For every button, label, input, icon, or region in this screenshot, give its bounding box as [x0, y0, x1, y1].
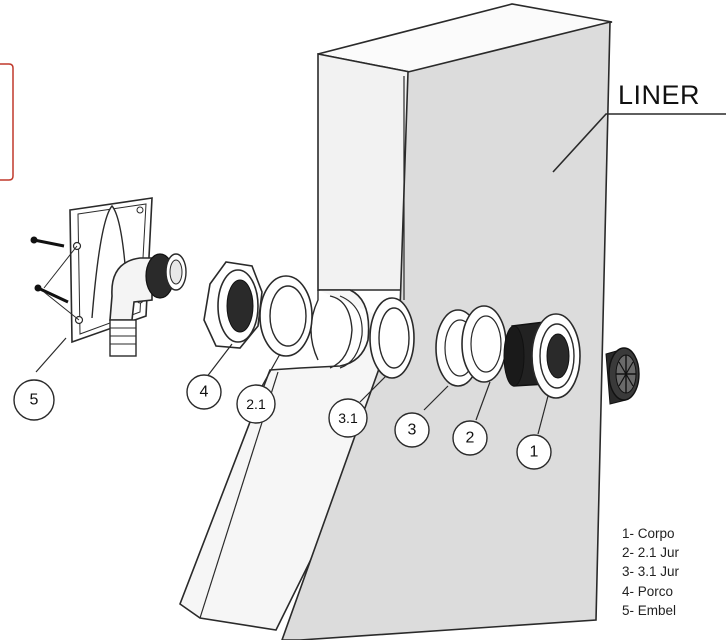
parts-legend: 1- Corpo 2- 2.1 Jur 3- 3.1 Jur 4- Porco …	[622, 524, 726, 620]
liner-label: LINER	[618, 80, 701, 110]
callout-1: 1	[516, 434, 552, 470]
red-frame-fragment	[0, 63, 14, 181]
inlet-body	[503, 313, 581, 435]
nozzle-grille	[605, 347, 640, 405]
svg-text:2.1: 2.1	[246, 396, 266, 412]
legend-item-5: 5- Embel	[622, 602, 677, 618]
legend-item-1: 1- Corpo	[622, 526, 675, 541]
legend-item-2: 2- 2.1 Jur	[622, 545, 680, 561]
callout-3-1: 3.1	[328, 398, 368, 438]
callout-3: 3	[394, 412, 430, 448]
lock-nut	[203, 261, 263, 379]
callout-2-1: 2.1	[236, 384, 276, 424]
legend-item-4: 4- Porco	[622, 583, 674, 599]
svg-text:1: 1	[530, 444, 539, 461]
gasket-2	[461, 305, 507, 421]
svg-text:3.1: 3.1	[338, 410, 358, 426]
legend-item-3: 3- 3.1 Jur	[622, 564, 680, 580]
svg-text:4: 4	[200, 384, 209, 401]
gasket-2-1	[259, 275, 313, 387]
callout-5: 5	[13, 379, 55, 421]
svg-text:5: 5	[30, 392, 39, 409]
liner-leader-line	[552, 113, 726, 173]
callout-4: 4	[186, 374, 222, 410]
svg-text:2: 2	[466, 430, 475, 447]
gasket-3-1	[359, 297, 415, 403]
svg-text:3: 3	[408, 422, 417, 439]
trim-plate-assembly	[30, 197, 187, 373]
callout-2: 2	[452, 420, 488, 456]
